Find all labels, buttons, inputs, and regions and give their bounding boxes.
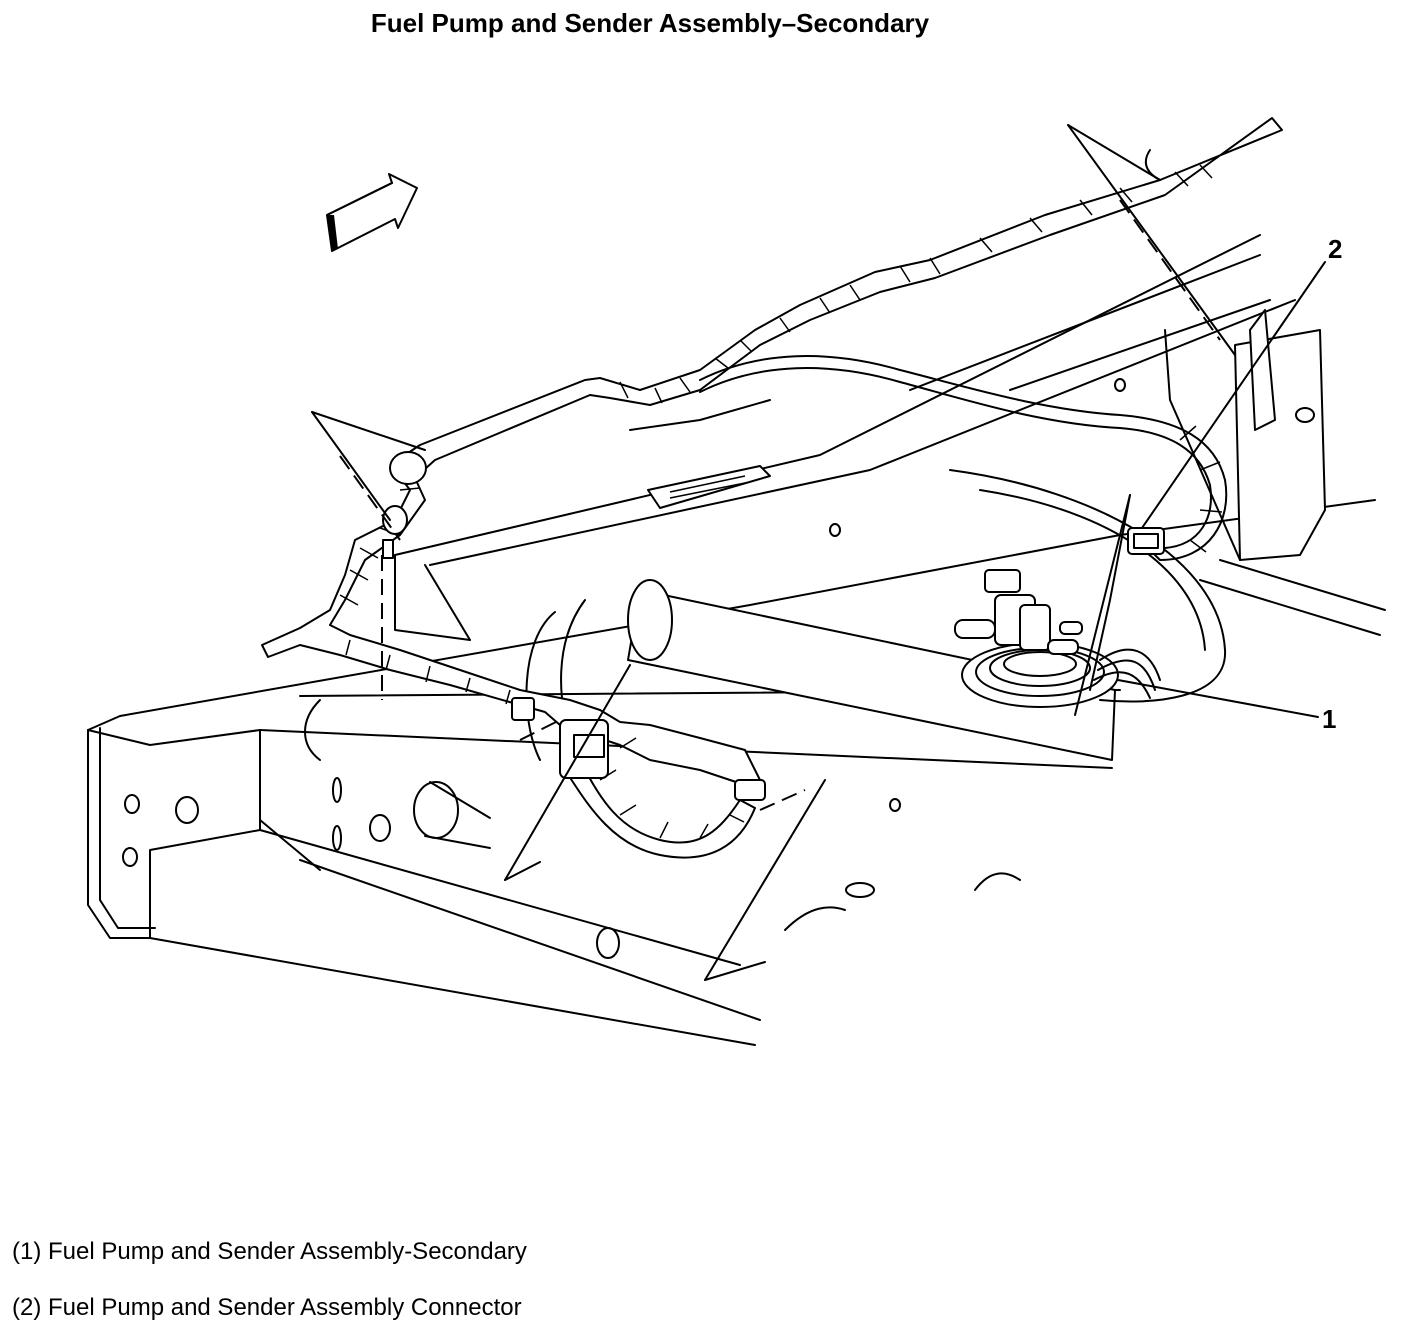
fuel-pump-sender-connector <box>1127 527 1165 555</box>
fuel-pump-sender-assembly <box>954 569 1161 708</box>
legend-item-1: (1) Fuel Pump and Sender Assembly-Second… <box>12 1238 527 1265</box>
legend: (1) Fuel Pump and Sender Assembly-Second… <box>12 1232 527 1344</box>
callout-leaders <box>1117 261 1326 718</box>
callout-1-label: 1 <box>1322 704 1336 734</box>
callout-2-label: 2 <box>1328 234 1342 264</box>
diagram-title: Fuel Pump and Sender Assembly–Secondary <box>370 8 930 38</box>
detail-view-brackets <box>311 124 1236 981</box>
frame-rail <box>87 378 1376 1046</box>
cross-tube <box>304 579 1116 931</box>
fuel-pump-diagram: 2 1 <box>87 117 1386 1046</box>
crossmember <box>394 234 1386 641</box>
front-direction-arrow-icon <box>326 173 418 252</box>
harness-clips <box>382 451 766 801</box>
conduit-ribs <box>339 164 1223 839</box>
fuel-tank <box>949 309 1326 703</box>
legend-item-2: (2) Fuel Pump and Sender Assembly Connec… <box>12 1294 522 1321</box>
